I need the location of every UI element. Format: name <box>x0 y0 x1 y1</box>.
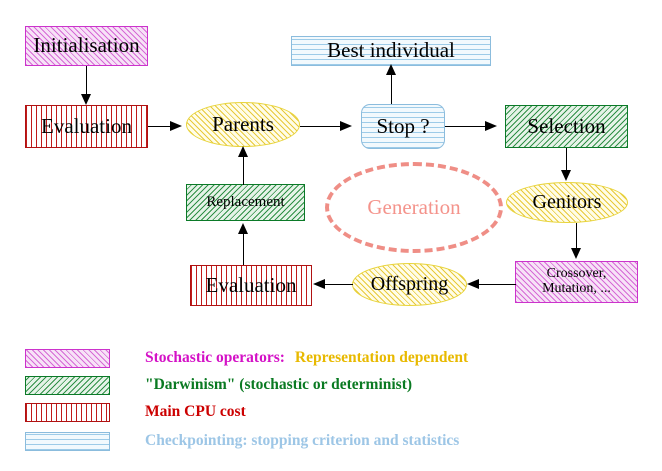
legend-label-stochastic-operators: Stochastic operators: <box>145 349 285 366</box>
node-crossover-mutation[interactable]: Crossover, Mutation, ... <box>515 261 638 303</box>
node-parents-label: Parents <box>212 111 274 136</box>
node-genitors[interactable]: Genitors <box>506 182 628 223</box>
node-best-individual[interactable]: Best individual <box>291 36 491 66</box>
edge-eval-to-replacement <box>243 231 245 265</box>
edge-stop-to-selection <box>445 126 487 128</box>
legend-label-checkpointing: Checkpointing: stopping criterion and st… <box>145 432 460 449</box>
edge-stop-to-best-arrowhead <box>386 64 396 75</box>
legend-row-cpu-cost: Main CPU cost <box>25 399 246 425</box>
edge-offspring-to-eval-arrowhead <box>313 279 325 289</box>
edge-crossover-to-offspring <box>478 284 516 286</box>
legend-swatch-blue-horizontal-lines <box>25 431 110 451</box>
edge-parents-to-stop <box>300 126 342 128</box>
node-generation: Generation <box>325 162 503 253</box>
node-initialisation[interactable]: Initialisation <box>25 26 148 66</box>
node-stop-label: Stop ? <box>376 113 430 138</box>
legend: Stochastic operators: Representation dep… <box>0 340 662 465</box>
legend-swatch-magenta-hatch <box>25 348 110 368</box>
edge-init-to-eval-arrowhead <box>81 94 91 105</box>
node-evaluation-bottom[interactable]: Evaluation <box>190 265 312 306</box>
edge-init-to-eval <box>86 66 88 97</box>
legend-swatch-red-vertical-hatch <box>25 402 110 422</box>
edge-selection-to-genitors <box>566 148 568 174</box>
node-offspring-label: Offspring <box>370 273 449 296</box>
legend-row-checkpointing: Checkpointing: stopping criterion and st… <box>25 428 459 454</box>
node-initialisation-label: Initialisation <box>33 33 140 58</box>
legend-swatch-green-hatch <box>25 375 110 395</box>
edge-replacement-to-parents <box>243 155 245 185</box>
edge-selection-to-genitors-arrowhead <box>561 170 571 181</box>
node-offspring[interactable]: Offspring <box>352 263 467 306</box>
edge-eval-to-parents-arrowhead <box>170 121 182 131</box>
edge-genitors-to-crossover <box>576 223 578 250</box>
edge-genitors-to-crossover-arrowhead <box>571 248 581 259</box>
edge-crossover-to-offspring-arrowhead <box>467 279 479 289</box>
node-selection-label: Selection <box>527 113 606 138</box>
node-genitors-label: Genitors <box>532 191 602 214</box>
node-generation-label: Generation <box>367 195 461 219</box>
legend-label-darwinism: "Darwinism" (stochastic or determinist) <box>145 376 413 393</box>
edge-eval-to-replacement-arrowhead <box>238 223 248 234</box>
node-replacement-label: Replacement <box>206 193 285 210</box>
edge-offspring-to-eval <box>325 284 353 286</box>
node-selection[interactable]: Selection <box>505 105 628 148</box>
legend-row-darwinism: "Darwinism" (stochastic or determinist) <box>25 372 412 398</box>
node-evaluation-top-label: Evaluation <box>41 113 132 138</box>
node-best-individual-label: Best individual <box>327 38 455 63</box>
node-evaluation-top[interactable]: Evaluation <box>25 105 148 148</box>
node-replacement[interactable]: Replacement <box>186 184 305 221</box>
legend-row-stochastic: Stochastic operators: Representation dep… <box>25 345 468 371</box>
legend-label-main-cpu-cost: Main CPU cost <box>145 403 246 420</box>
node-parents[interactable]: Parents <box>186 102 300 147</box>
edge-stop-to-selection-arrowhead <box>485 121 497 131</box>
legend-label-representation-dependent: Representation dependent <box>294 349 469 366</box>
edge-stop-to-best <box>391 72 393 104</box>
node-stop[interactable]: Stop ? <box>361 104 445 149</box>
edge-parents-to-stop-arrowhead <box>340 121 352 131</box>
node-crossover-mutation-label: Crossover, Mutation, ... <box>542 266 611 296</box>
node-evaluation-bottom-label: Evaluation <box>205 272 297 297</box>
edge-eval-to-parents <box>148 126 172 128</box>
edge-replacement-to-parents-arrowhead <box>238 146 248 157</box>
